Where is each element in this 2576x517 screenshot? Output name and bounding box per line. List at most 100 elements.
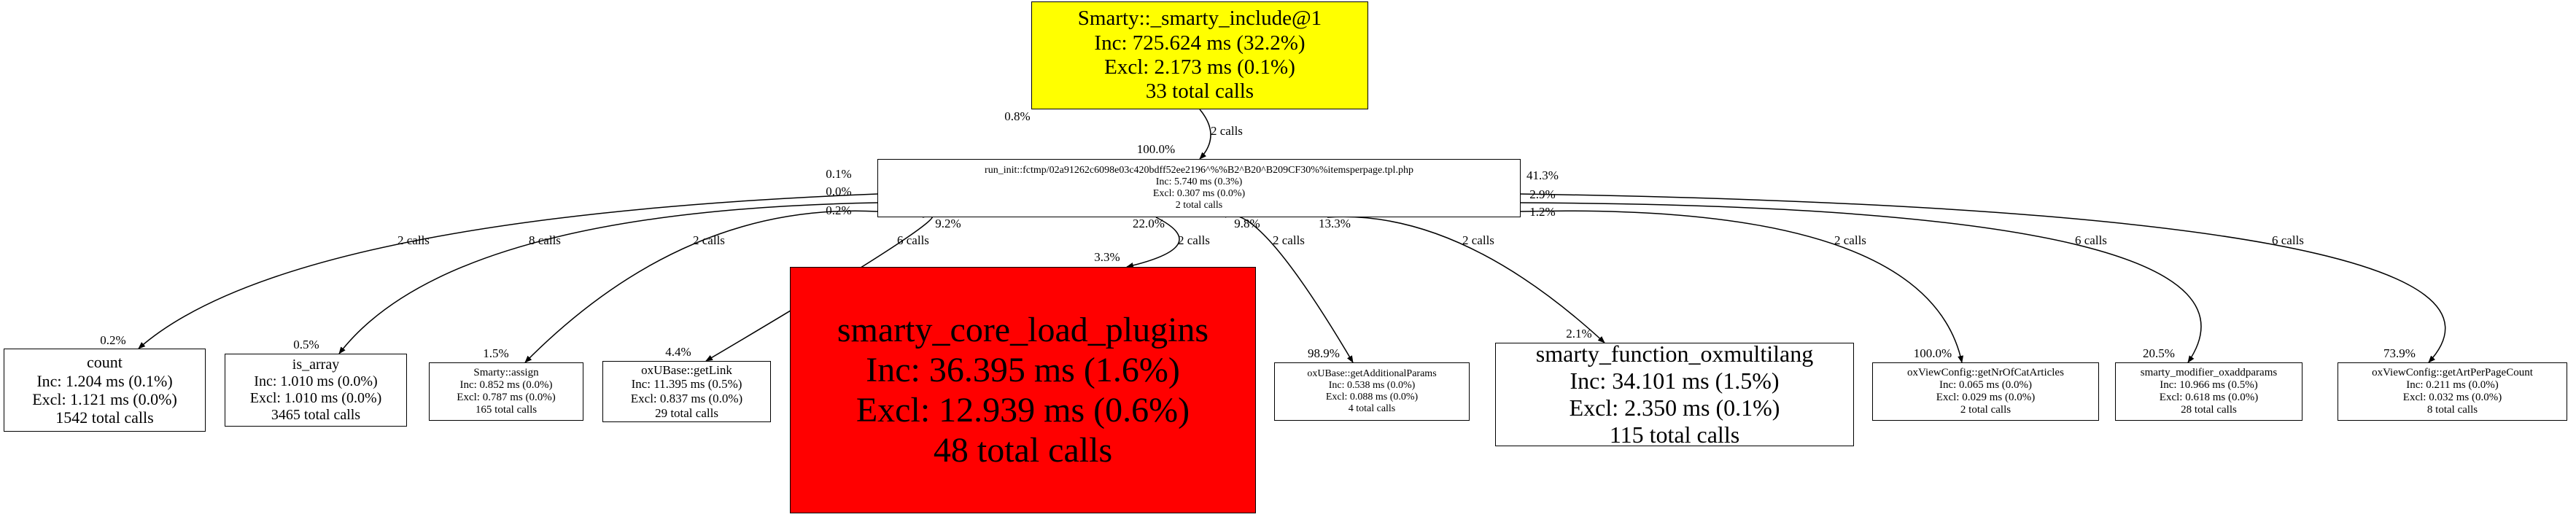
edge-line bbox=[1126, 217, 1180, 268]
edge-target-percent: 20.5% bbox=[2143, 346, 2175, 360]
node-function-name: smarty_modifier_oxaddparams bbox=[2140, 366, 2278, 378]
edge-call-count: 2 calls bbox=[693, 233, 725, 247]
edge-target-percent: 100.0% bbox=[1914, 346, 1952, 360]
edge-line bbox=[1520, 210, 1964, 363]
edge-line bbox=[1520, 193, 2446, 363]
node-function-name: Smarty::_smarty_include@1 bbox=[1077, 7, 1322, 31]
edge-source-percent: 0.1% bbox=[826, 167, 851, 181]
node-inclusive-time: Inc: 10.966 ms (0.5%) bbox=[2160, 378, 2258, 391]
node-total-calls: 8 total calls bbox=[2426, 404, 2478, 416]
edge-line bbox=[1327, 216, 1605, 343]
edge-call-count: 2 calls bbox=[397, 233, 430, 247]
node-exclusive-time: Excl: 0.307 ms (0.0%) bbox=[1152, 188, 1246, 199]
edge-run-init-to-count: 0.1% 2 calls 0.2% bbox=[100, 167, 878, 349]
node-run-init[interactable]: run_init::fctmp/02a91262c6098e03c420bdff… bbox=[877, 159, 1521, 217]
edge-source-percent: 9.2% bbox=[935, 217, 961, 230]
edge-call-count: 6 calls bbox=[2075, 233, 2107, 247]
edge-source-percent: 1.2% bbox=[1529, 205, 1555, 219]
edge-line bbox=[1520, 202, 2202, 363]
edge-line bbox=[138, 193, 878, 349]
node-total-calls: 33 total calls bbox=[1145, 79, 1254, 104]
node-function-name: Smarty::assign bbox=[473, 366, 539, 378]
node-total-calls: 115 total calls bbox=[1609, 421, 1740, 448]
node-inclusive-time: Inc: 0.852 ms (0.0%) bbox=[459, 378, 553, 391]
edge-line bbox=[338, 202, 878, 354]
node-inclusive-time: Inc: 1.010 ms (0.0%) bbox=[254, 373, 378, 389]
node-function-name: oxUBase::getLink bbox=[641, 362, 732, 377]
node-total-calls: 3465 total calls bbox=[271, 407, 361, 423]
edge-target-percent: 3.3% bbox=[1094, 250, 1120, 264]
node-exclusive-time: Excl: 0.618 ms (0.0%) bbox=[2159, 392, 2259, 403]
node-exclusive-time: Excl: 0.837 ms (0.0%) bbox=[630, 392, 743, 405]
node-exclusive-time: Excl: 0.032 ms (0.0%) bbox=[2402, 392, 2502, 403]
node-exclusive-time: Excl: 1.121 ms (0.0%) bbox=[32, 390, 177, 408]
edge-run-init-to-smarty-assign: 0.2% 2 calls 1.5% bbox=[483, 203, 878, 363]
edge-target-percent: 2.1% bbox=[1566, 327, 1591, 341]
node-inclusive-time: Inc: 36.395 ms (1.6%) bbox=[866, 350, 1180, 389]
edge-target-percent: 100.0% bbox=[1137, 142, 1175, 156]
node-inclusive-time: Inc: 5.740 ms (0.3%) bbox=[1155, 176, 1243, 187]
edge-call-count: 6 calls bbox=[897, 233, 929, 247]
edge-line bbox=[524, 210, 878, 363]
edge-target-percent: 73.9% bbox=[2383, 346, 2416, 360]
node-total-calls: 1542 total calls bbox=[55, 408, 154, 427]
node-function-name: is_array bbox=[292, 357, 340, 373]
node-total-calls: 29 total calls bbox=[655, 405, 718, 420]
edge-call-count: 6 calls bbox=[2272, 233, 2304, 247]
node-inclusive-time: Inc: 725.624 ms (32.2%) bbox=[1094, 31, 1306, 55]
node-exclusive-time: Excl: 0.088 ms (0.0%) bbox=[1325, 392, 1419, 403]
node-inclusive-time: Inc: 1.204 ms (0.1%) bbox=[36, 371, 173, 390]
edge-run-init-to-get-nr-of-cat-articles: 1.2% 2 calls 100.0% bbox=[1520, 205, 1964, 363]
edge-call-count: 2 calls bbox=[1462, 233, 1494, 247]
edge-source-percent: 9.8% bbox=[1234, 217, 1260, 230]
node-function-name: count bbox=[87, 353, 123, 372]
edge-source-percent: 0.2% bbox=[826, 203, 851, 217]
edge-target-percent: 1.5% bbox=[483, 346, 508, 360]
edge-source-percent: 0.0% bbox=[826, 184, 851, 198]
node-total-calls: 48 total calls bbox=[933, 431, 1113, 470]
edge-source-percent: 13.3% bbox=[1319, 217, 1351, 230]
edge-target-percent: 0.5% bbox=[293, 338, 319, 351]
node-inclusive-time: Inc: 0.065 ms (0.0%) bbox=[1939, 378, 2033, 391]
node-total-calls: 165 total calls bbox=[475, 404, 538, 416]
node-function-name: run_init::fctmp/02a91262c6098e03c420bdff… bbox=[985, 164, 1413, 176]
edge-call-count: 2 calls bbox=[1834, 233, 1866, 247]
node-inclusive-time: Inc: 34.101 ms (1.5%) bbox=[1570, 368, 1780, 394]
node-total-calls: 2 total calls bbox=[1175, 200, 1223, 211]
edge-target-percent: 0.2% bbox=[100, 333, 125, 347]
edge-source-percent: 22.0% bbox=[1133, 217, 1165, 230]
node-exclusive-time: Excl: 1.010 ms (0.0%) bbox=[249, 390, 382, 406]
node-inclusive-time: Inc: 0.211 ms (0.0%) bbox=[2406, 378, 2499, 391]
node-function-name: oxUBase::getAdditionalParams bbox=[1307, 368, 1437, 379]
edge-source-percent: 41.3% bbox=[1526, 168, 1559, 182]
node-function-name: oxViewConfig::getNrOfCatArticles bbox=[1907, 366, 2064, 378]
node-inclusive-time: Inc: 0.538 ms (0.0%) bbox=[1328, 379, 1416, 391]
edge-call-count: 2 calls bbox=[1211, 124, 1243, 138]
node-function-name: smarty_core_load_plugins bbox=[837, 310, 1209, 349]
node-function-name: oxViewConfig::getArtPerPageCount bbox=[2372, 366, 2533, 378]
edge-call-count: 2 calls bbox=[1273, 233, 1305, 247]
node-function-name: smarty_function_oxmultilang bbox=[1535, 341, 1814, 368]
node-exclusive-time: Excl: 2.173 ms (0.1%) bbox=[1104, 55, 1295, 79]
node-exclusive-time: Excl: 0.787 ms (0.0%) bbox=[457, 392, 556, 403]
node-inclusive-time: Inc: 11.395 ms (0.5%) bbox=[631, 377, 742, 392]
node-total-calls: 2 total calls bbox=[1960, 404, 2011, 416]
